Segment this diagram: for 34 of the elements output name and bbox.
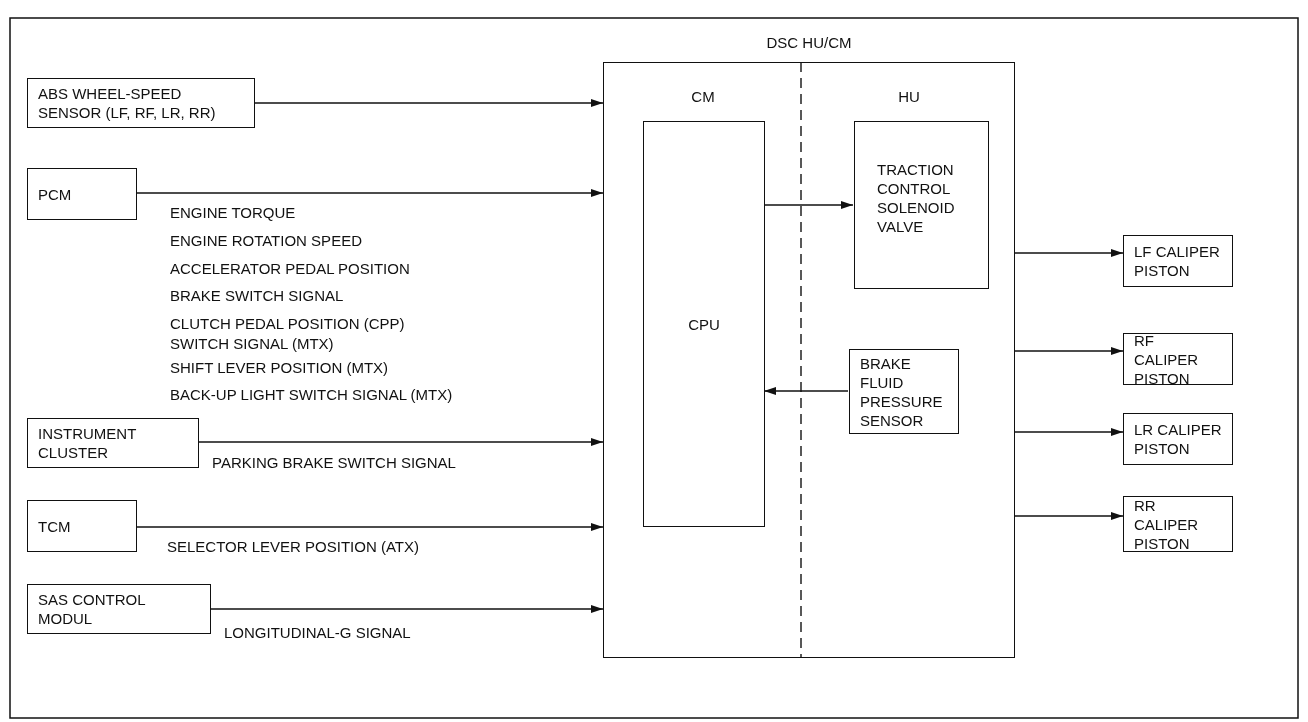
signal-name: BACK-UP LIGHT SWITCH SIGNAL (MTX) — [170, 386, 453, 403]
module-box: INSTRUMENT CLUSTER — [27, 418, 199, 468]
arrow — [1014, 428, 1124, 436]
arrow — [136, 523, 604, 531]
arrow — [254, 99, 604, 107]
arrow — [1014, 249, 1124, 257]
module-box: LF CALIPER PISTON — [1123, 235, 1233, 287]
arrow — [210, 605, 604, 613]
signal-name: SHIFT LEVER POSITION (MTX) — [170, 359, 389, 376]
edge-label: SELECTOR LEVER POSITION (ATX) — [165, 538, 421, 555]
arrow — [1014, 512, 1124, 520]
module-box: TRACTION CONTROL SOLENOID VALVE — [854, 121, 989, 289]
section-title: HU — [897, 87, 921, 106]
arrow — [136, 189, 604, 197]
arrow — [198, 438, 604, 446]
signal-name: ENGINE ROTATION SPEED — [170, 232, 362, 249]
module-box: ABS WHEEL-SPEED SENSOR (LF, RF, LR, RR) — [27, 78, 255, 128]
signal-name: BRAKE SWITCH SIGNAL — [170, 287, 344, 304]
signal-name: CLUTCH PEDAL POSITION (CPP) SWITCH SIGNAL (MTX) — [170, 314, 406, 354]
processor-box: CPU — [643, 121, 765, 527]
module-box: BRAKE FLUID PRESSURE SENSOR — [849, 349, 959, 434]
module-box: RR CALIPER PISTON — [1123, 496, 1233, 552]
signal-name: ENGINE TORQUE — [170, 204, 296, 221]
signal-name: ACCELERATOR PEDAL POSITION — [170, 260, 410, 277]
module-box: LR CALIPER PISTON — [1123, 413, 1233, 465]
section-title: CM — [690, 87, 716, 106]
arrow — [763, 387, 849, 395]
arrow — [1014, 347, 1124, 355]
arrow — [763, 201, 854, 209]
module-title: DSC HU/CM — [765, 33, 853, 52]
module-box: PCM — [27, 168, 137, 220]
module-box: TCM — [27, 500, 137, 552]
module-box: RF CALIPER PISTON — [1123, 333, 1233, 385]
module-box: SAS CONTROL MODUL — [27, 584, 211, 634]
